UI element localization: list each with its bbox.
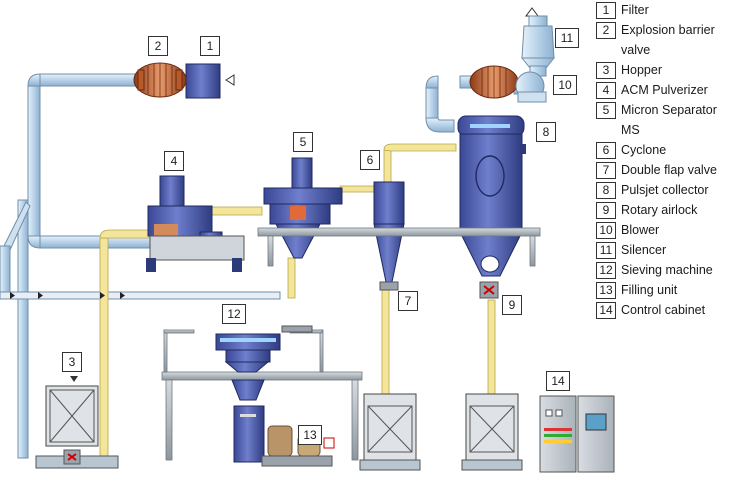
control-cabinet [539,395,615,473]
acm-pulverizer [146,175,245,272]
legend-number: 8 [596,182,616,199]
legend-label: Filling unit [621,283,678,297]
micron-separator [263,157,343,259]
legend-number: 14 [596,302,616,319]
legend-label: Rotary airlock [621,203,698,217]
silencer [520,7,556,69]
callout-10: 10 [553,75,577,95]
legend-label: ACM Pulverizer [621,83,708,97]
sieving-machine [215,325,313,373]
support-frames [161,227,541,461]
legend-number: 10 [596,222,616,239]
big-bag-cyclone [359,393,421,471]
explosion-barrier-valve-right [469,65,519,99]
flow-arrows [10,292,125,299]
filter-unit [185,63,235,99]
legend-item: 13 Filling unit [596,282,741,300]
hopper [35,376,119,469]
legend-item: 11 Silencer [596,242,741,260]
blower [515,65,547,103]
callout-1: 1 [200,36,220,56]
legend-number: 9 [596,202,616,219]
legend-item: 14 Control cabinet [596,302,741,320]
legend-number: 6 [596,142,616,159]
legend-item: 7 Double flap valve [596,162,741,180]
legend-number: 12 [596,262,616,279]
legend-item: 12 Sieving machine [596,262,741,280]
legend-item: 10 Blower [596,222,741,240]
legend-label: Explosion barrier valve [621,23,715,57]
callout-3: 3 [62,352,82,372]
callout-14: 14 [546,371,570,391]
legend-item: 1 Filter [596,2,741,20]
legend-label: Pulsjet collector [621,183,709,197]
callout-11: 11 [555,28,579,48]
legend-number: 5 [596,102,616,119]
legend-label: Blower [621,223,660,237]
callout-6: 6 [360,150,380,170]
big-bag-collector [461,393,523,471]
legend-number: 13 [596,282,616,299]
callout-12: 12 [222,304,246,324]
legend-number: 7 [596,162,616,179]
legend-number: 2 [596,22,616,39]
legend-label: Silencer [621,243,667,257]
cyclone [373,181,405,291]
legend-item: 9 Rotary airlock [596,202,741,220]
pulsjet-collector [457,115,526,299]
product-pipes [99,143,496,459]
legend-number: 4 [596,82,616,99]
explosion-barrier-valve [133,62,187,98]
legend-item: 2 Explosion barrier valve [596,22,739,60]
legend-item: 8 Pulsjet collector [596,182,741,200]
legend-label: Cyclone [621,143,667,157]
legend-number: 11 [596,242,616,259]
legend-item: 6 Cyclone [596,142,741,160]
callout-9: 9 [502,295,522,315]
callout-4: 4 [164,151,184,171]
legend-label: Filter [621,3,649,17]
legend-item: 4 ACM Pulverizer [596,82,741,100]
legend-item: 3 Hopper [596,62,741,80]
callout-2: 2 [148,36,168,56]
callout-7: 7 [398,291,418,311]
legend-label: Double flap valve [621,163,717,177]
legend-number: 1 [596,2,616,19]
legend-number: 3 [596,62,616,79]
filling-unit [231,379,335,467]
legend-label: Hopper [621,63,662,77]
callout-13: 13 [298,425,322,445]
callout-8: 8 [536,122,556,142]
callout-5: 5 [293,132,313,152]
legend-label: Sieving machine [621,263,713,277]
legend-label: Control cabinet [621,303,706,317]
legend-label: Micron Separator MS [621,103,717,137]
legend-item: 5 Micron Separator MS [596,102,731,140]
